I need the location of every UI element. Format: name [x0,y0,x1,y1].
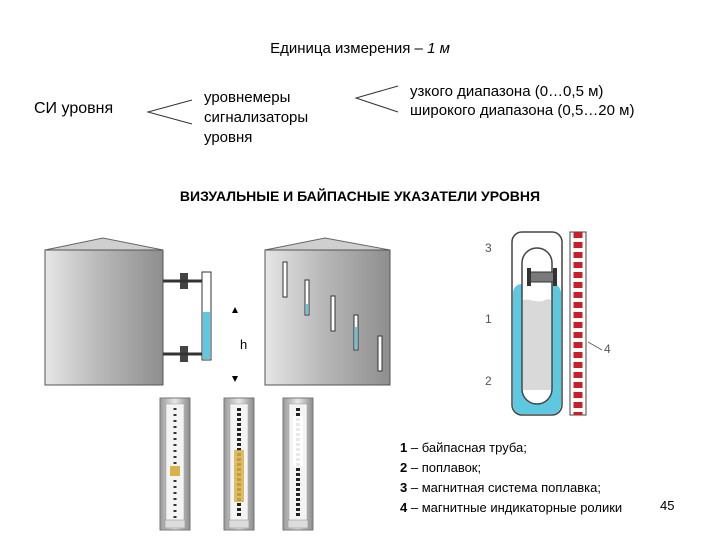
legend-text: – поплавок; [407,460,482,475]
unit-heading-prefix: Единица измерения – [270,40,428,57]
level-dimension [232,307,238,382]
range-narrow: узкого диапазона (0…0,5 м) [410,83,604,100]
legend-item: 2 – поплавок; [400,458,622,478]
callout-2: 2 [485,374,492,388]
gauge-type-level: уровня [204,129,253,146]
gauge-photo-1 [159,397,191,531]
gauge-photo-2 [223,397,255,531]
gauge-types-group: уровнемеры сигнализаторы уровня [204,88,308,148]
legend-num: 2 [400,460,408,475]
float-magnet-system [527,268,557,286]
legend-text: – магнитная система поплавка; [407,480,601,495]
callout-3: 3 [485,241,492,255]
bracket-si [146,99,193,125]
tank-right [264,237,391,386]
section-title: ВИЗУАЛЬНЫЕ И БАЙПАСНЫЕ УКАЗАТЕЛИ УРОВНЯ [179,188,541,204]
sight-glass-gauge [163,271,212,362]
bypass-float [521,247,553,405]
gauge-photo-3 [282,397,314,531]
callout-4: 4 [604,342,611,356]
gauge-type-alarms: сигнализаторы [204,109,309,126]
legend-item: 4 – магнитные индикаторные ролики [400,498,622,518]
legend-item: 1 – байпасная труба; [400,438,622,458]
unit-heading-value: 1 м [427,40,450,57]
page-number: 45 [660,498,675,513]
si-level-label: СИ уровня [34,100,114,117]
unit-heading: Единица измерения – 1 м [0,40,720,57]
range-group: узкого диапазона (0…0,5 м) широкого диап… [410,82,634,120]
legend-text: – магнитные индикаторные ролики [407,500,623,515]
callout-lines [587,341,603,351]
legend-num: 4 [400,500,408,515]
legend-item: 3 – магнитная система поплавка; [400,478,622,498]
callout-1: 1 [485,312,492,326]
legend-text: – байпасная труба; [407,440,527,455]
bracket-gauges [354,85,399,113]
gauge-type-gauges: уровнемеры [204,89,291,106]
bypass-legend: 1 – байпасная труба; 2 – поплавок; 3 – м… [400,438,622,518]
legend-num: 1 [400,440,408,455]
legend-num: 3 [400,480,408,495]
tank-left [44,237,164,386]
level-symbol: h [240,337,247,352]
magnetic-indicator-rollers [569,231,587,416]
range-wide: широкого диапазона (0,5…20 м) [410,102,635,119]
